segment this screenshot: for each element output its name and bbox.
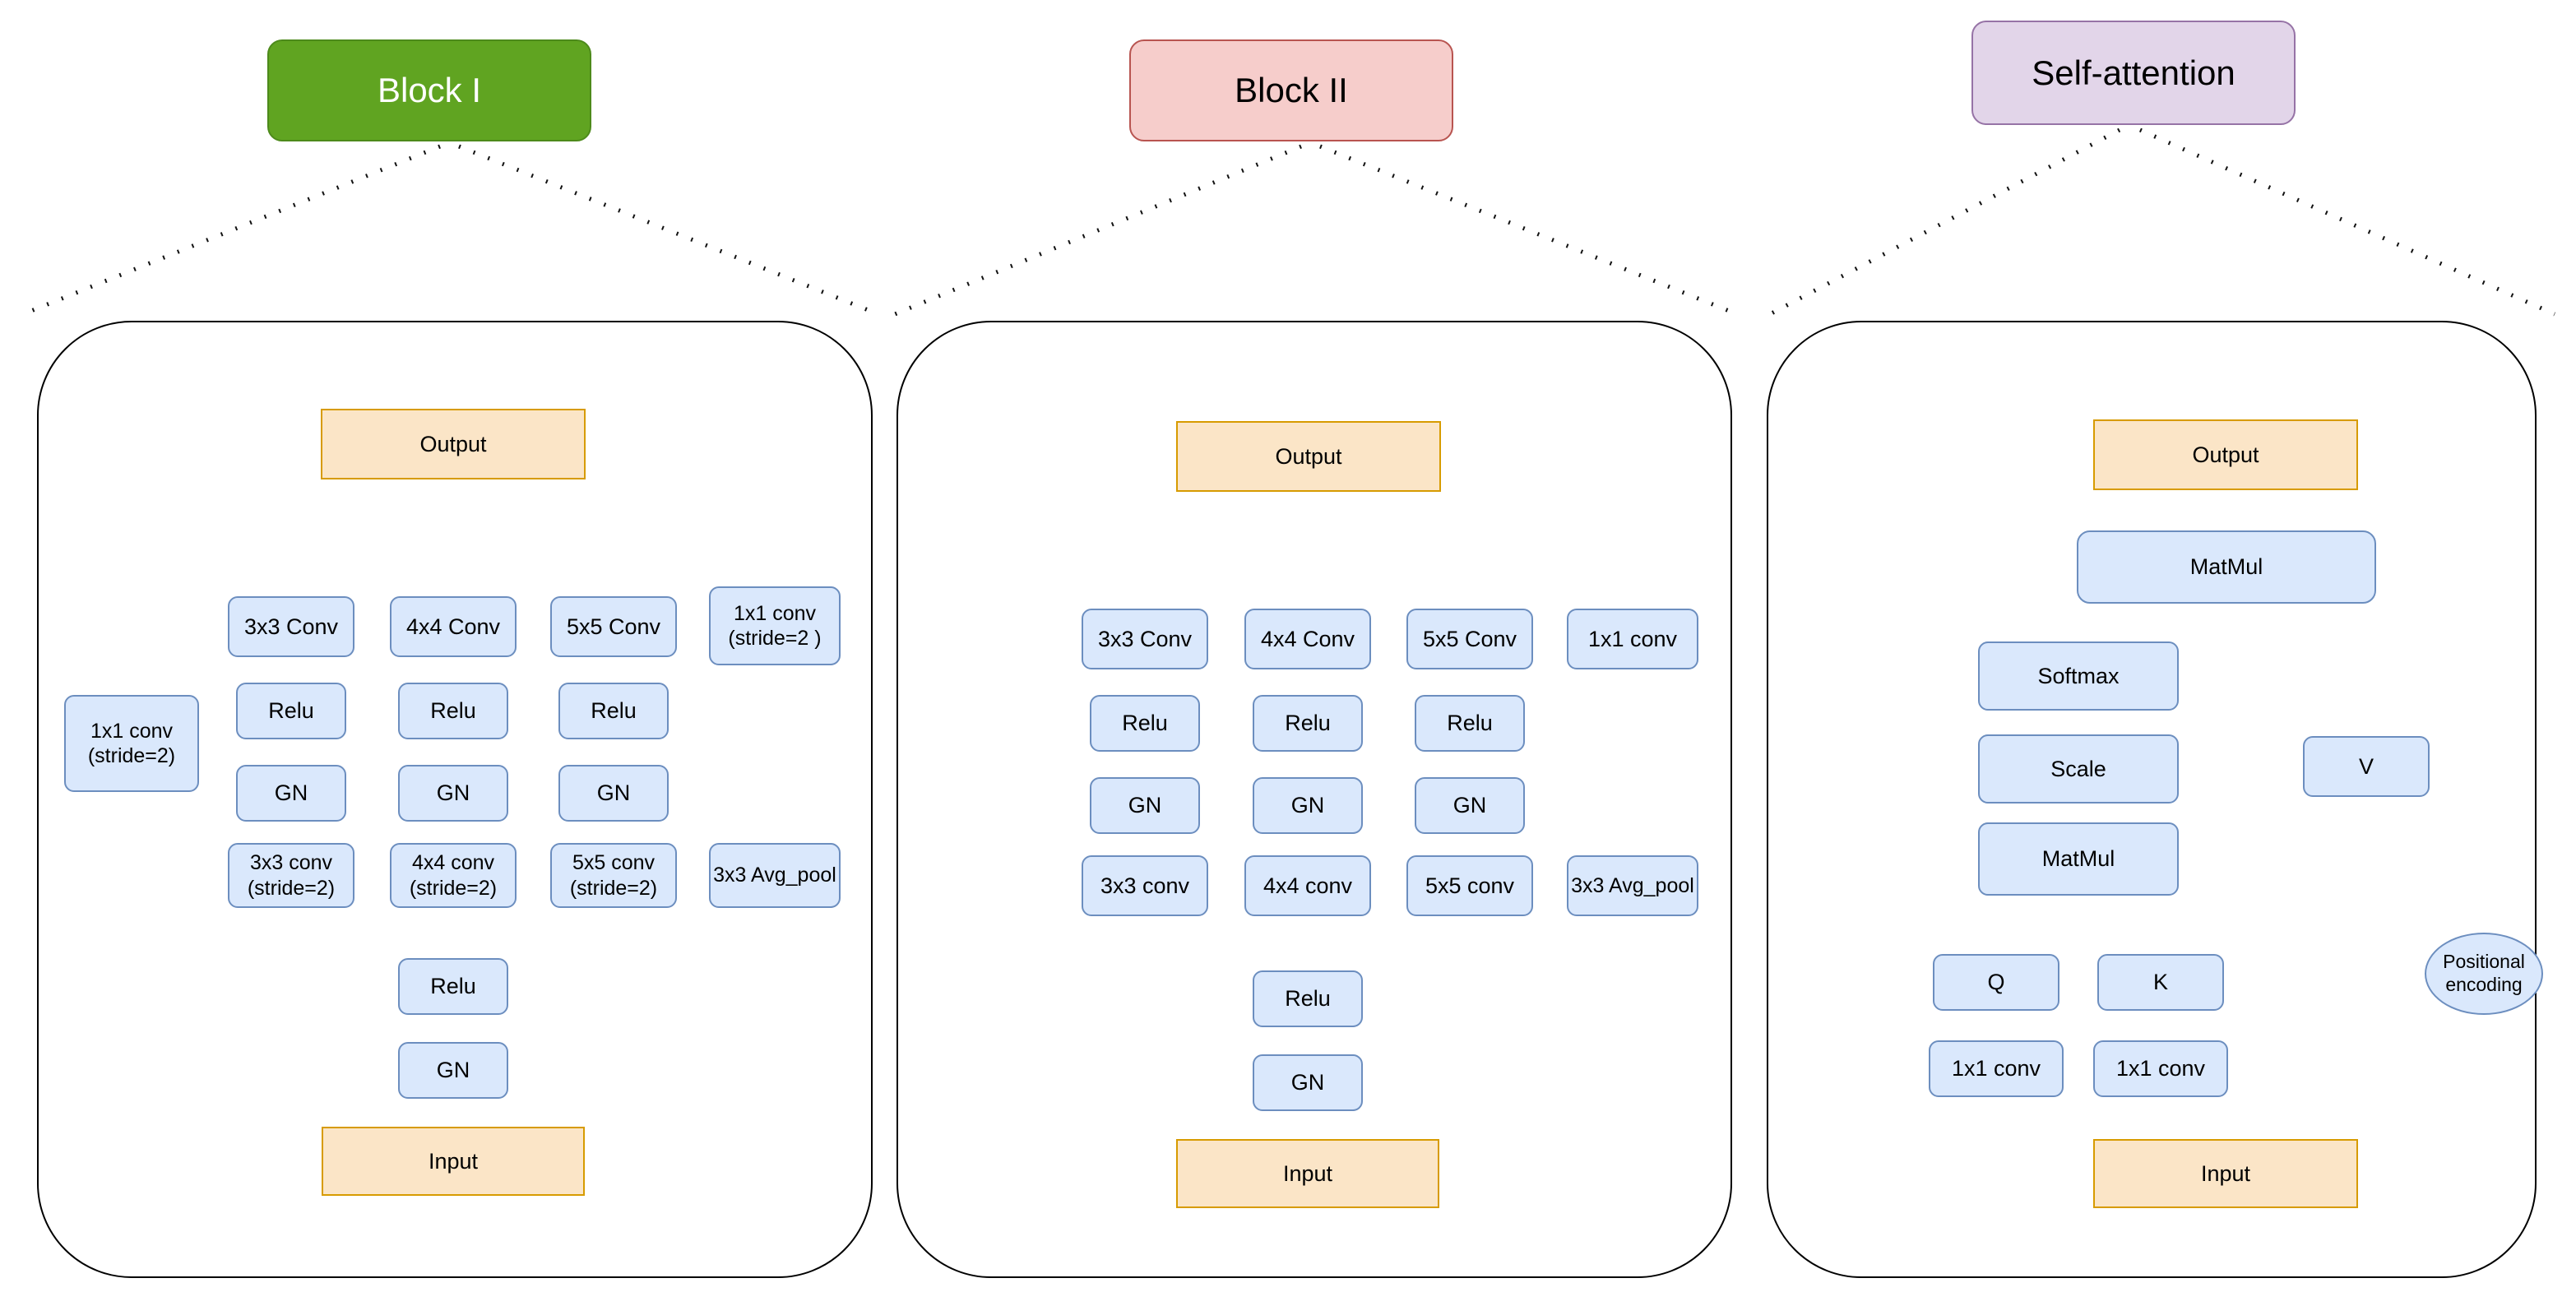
sa-1x1-conv-k: 1x1 conv <box>2093 1040 2228 1097</box>
legend-block2-label: Block II <box>1235 71 1348 109</box>
b1-4x4-conv-top: 4x4 Conv <box>390 596 517 657</box>
b2-5x5-conv-top: 5x5 Conv <box>1406 609 1533 669</box>
b1-gn-col3: GN <box>558 765 669 822</box>
sa-output-box: Output <box>2093 419 2358 490</box>
b2-gn-stem: GN <box>1253 1054 1363 1111</box>
b1-input-box: Input <box>322 1127 585 1196</box>
b2-gn-col2: GN <box>1253 777 1363 834</box>
b1-gn-col2: GN <box>398 765 508 822</box>
b2-relu-stem: Relu <box>1253 970 1363 1027</box>
b1-relu-col3: Relu <box>558 683 669 739</box>
b1-3x3-conv-stride: 3x3 conv (stride=2) <box>228 843 354 908</box>
b2-4x4-conv-top: 4x4 Conv <box>1244 609 1371 669</box>
sa-scale: Scale <box>1978 734 2179 804</box>
b1-gn-col1: GN <box>236 765 346 822</box>
b1-1x1-conv-stride-top: 1x1 conv (stride=2 ) <box>709 586 841 665</box>
b1-gn-stem: GN <box>398 1042 508 1099</box>
sa-input-box: Input <box>2093 1139 2358 1208</box>
sa-q: Q <box>1933 954 2059 1011</box>
b2-input-box: Input <box>1176 1139 1439 1208</box>
b2-3x3-conv-top: 3x3 Conv <box>1082 609 1208 669</box>
b1-relu-col1: Relu <box>236 683 346 739</box>
b1-3x3-conv-top: 3x3 Conv <box>228 596 354 657</box>
b2-1x1-conv-top: 1x1 conv <box>1567 609 1698 669</box>
b2-relu-col2: Relu <box>1253 695 1363 752</box>
b2-gn-col1: GN <box>1090 777 1200 834</box>
panel-block1 <box>37 321 873 1278</box>
b1-5x5-conv-top: 5x5 Conv <box>550 596 677 657</box>
b1-skip-1x1-conv: 1x1 conv (stride=2) <box>64 695 199 792</box>
b2-relu-col3: Relu <box>1415 695 1525 752</box>
sa-v: V <box>2303 736 2430 797</box>
sa-1x1-conv-q: 1x1 conv <box>1929 1040 2064 1097</box>
sa-positional-encoding: Positional encoding <box>2425 933 2543 1015</box>
legend-attention-label: Self-attention <box>2032 53 2235 92</box>
b1-output-box: Output <box>321 409 586 479</box>
b2-gn-col3: GN <box>1415 777 1525 834</box>
legend-block2: Block II <box>1129 39 1453 141</box>
sa-matmul-top: MatMul <box>2077 530 2376 604</box>
sa-k: K <box>2097 954 2224 1011</box>
b2-4x4-conv-bottom: 4x4 conv <box>1244 855 1371 916</box>
b2-output-box: Output <box>1176 421 1441 492</box>
b2-avg-pool: 3x3 Avg_pool <box>1567 855 1698 916</box>
b2-5x5-conv-bottom: 5x5 conv <box>1406 855 1533 916</box>
legend-block1: Block I <box>267 39 591 141</box>
b1-avg-pool: 3x3 Avg_pool <box>709 843 841 908</box>
b2-relu-col1: Relu <box>1090 695 1200 752</box>
sa-softmax: Softmax <box>1978 641 2179 711</box>
b1-relu-col2: Relu <box>398 683 508 739</box>
legend-block1-label: Block I <box>377 71 482 109</box>
b1-4x4-conv-stride: 4x4 conv (stride=2) <box>390 843 517 908</box>
b1-5x5-conv-stride: 5x5 conv (stride=2) <box>550 843 677 908</box>
sa-matmul-bottom: MatMul <box>1978 822 2179 896</box>
legend-attention: Self-attention <box>1971 21 2296 125</box>
b2-3x3-conv-bottom: 3x3 conv <box>1082 855 1208 916</box>
b1-relu-stem: Relu <box>398 958 508 1015</box>
dotted-callout-lines <box>22 127 2556 317</box>
